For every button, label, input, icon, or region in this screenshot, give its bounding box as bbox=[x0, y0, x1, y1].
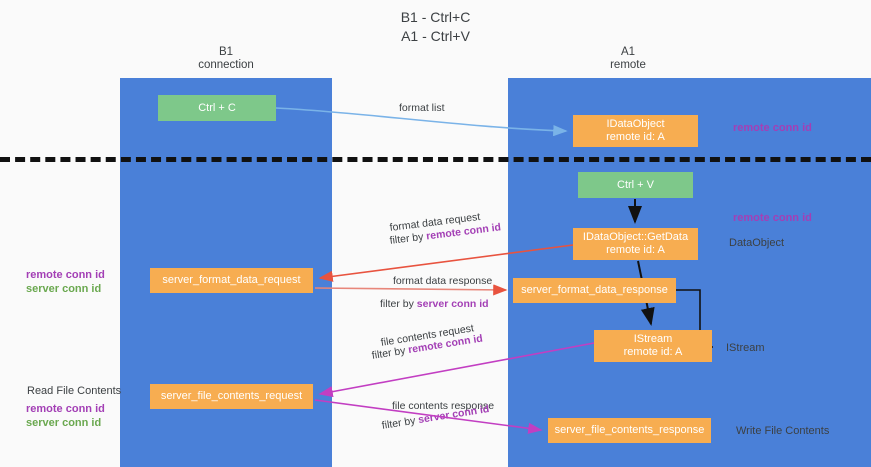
edge-label-file-contents-response: file contents response bbox=[392, 400, 495, 412]
annotation-remote-conn-id-left-top: remote conn id bbox=[26, 269, 105, 281]
node-istream[interactable]: IStream remote id: A bbox=[594, 330, 712, 362]
lane-title-b1: B1 connection bbox=[198, 46, 254, 71]
edge-format-data-request bbox=[318, 244, 574, 282]
lane-title-a1: A1 remote bbox=[610, 46, 646, 71]
annotation-server-conn-id-left-bottom: server conn id bbox=[26, 417, 102, 429]
node-idataobject[interactable]: IDataObject remote id: A bbox=[573, 115, 698, 147]
node-ctrl-v[interactable]: Ctrl + V bbox=[578, 172, 693, 198]
edge-label-format-list: format list bbox=[399, 102, 445, 114]
node-idataobject-getdata[interactable]: IDataObject::GetData remote id: A bbox=[573, 228, 698, 260]
annotation-left-conn-ids-bottom: remote conn id server conn id bbox=[26, 402, 105, 430]
node-server-file-contents-request[interactable]: server_file_contents_request bbox=[150, 384, 313, 409]
annotation-remote-conn-id-top: remote conn id bbox=[733, 122, 812, 134]
node-server-format-data-response[interactable]: server_format_data_response bbox=[513, 278, 676, 303]
edge-label-format-data-response-filter: filter by server conn id bbox=[380, 298, 489, 311]
page-title: B1 - Ctrl+C A1 - Ctrl+V bbox=[400, 9, 471, 44]
annotation-server-conn-id-left-top: server conn id bbox=[26, 283, 102, 295]
edge-format-list bbox=[275, 107, 568, 137]
filter-key-server-conn-id: server conn id bbox=[416, 298, 489, 310]
edge-file-contents-response bbox=[314, 399, 543, 434]
annotation-write-file-contents: Write File Contents bbox=[736, 425, 830, 437]
annotation-left-conn-ids-top: remote conn id server conn id bbox=[26, 268, 105, 296]
node-ctrl-c[interactable]: Ctrl + C bbox=[158, 95, 276, 121]
annotation-dataobject: DataObject bbox=[729, 237, 785, 249]
edge-file-contents-request bbox=[318, 342, 595, 398]
annotation-remote-conn-id-left-bottom: remote conn id bbox=[26, 403, 105, 415]
annotation-read-file-contents: Read File Contents bbox=[27, 385, 122, 397]
node-server-file-contents-response[interactable]: server_file_contents_response bbox=[548, 418, 711, 443]
edge-label-format-data-response: format data response bbox=[393, 275, 493, 287]
node-server-format-data-request[interactable]: server_format_data_request bbox=[150, 268, 313, 293]
edge-format-data-response bbox=[314, 284, 508, 296]
phase-separator-dashed-line bbox=[0, 157, 871, 162]
annotation-istream: IStream bbox=[726, 342, 765, 354]
filter-prefix: filter by bbox=[380, 298, 417, 310]
annotation-remote-conn-id-mid: remote conn id bbox=[733, 212, 812, 224]
